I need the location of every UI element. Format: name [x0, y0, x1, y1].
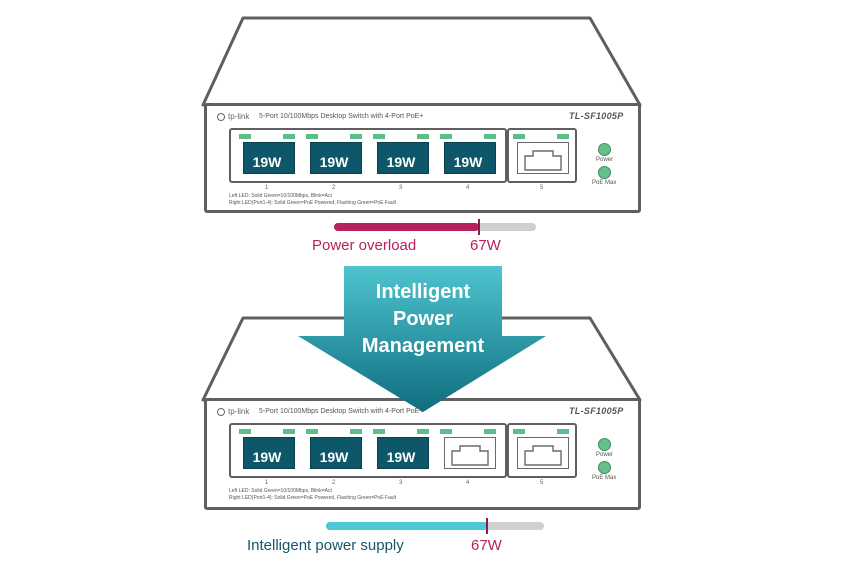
bottom-switch-description: 5-Port 10/100Mbps Desktop Switch with 4-…: [259, 408, 424, 415]
top-led-legend: Left LED: Solid Green=10/100Mbps, Blink=…: [229, 193, 396, 207]
bottom-caption-label: Intelligent power supply: [247, 537, 404, 554]
arrow-label: Intelligent Power Management: [330, 279, 516, 360]
bottom-port-5: [513, 429, 569, 469]
top-switch-model: TL-SF1005P: [569, 111, 624, 121]
bottom-switch-front-panel: tp-link 5-Port 10/100Mbps Desktop Switch…: [204, 398, 641, 510]
bottom-port-5-ethernet-icon: [524, 445, 562, 466]
bottom-switch-model: TL-SF1005P: [569, 406, 624, 416]
top-brand-logo: tp-link: [217, 112, 249, 121]
bottom-power-limit-marker: [486, 518, 489, 534]
top-switch-description: 5-Port 10/100Mbps Desktop Switch with 4-…: [259, 113, 424, 120]
bottom-port-2-watt: 19W: [319, 449, 349, 465]
bottom-port-3-watt: 19W: [386, 449, 416, 465]
top-caption-value: 67W: [470, 237, 501, 254]
bottom-poe-max-led: [598, 461, 611, 474]
top-power-bar: [334, 219, 536, 235]
bottom-brand-logo: tp-link: [217, 407, 249, 416]
arrow-label-line1: Intelligent: [375, 281, 471, 303]
bottom-caption-value: 67W: [471, 537, 502, 554]
top-poe-port-group: 19W 19W 19W 19W: [229, 128, 507, 183]
top-port-1-number: 1: [265, 185, 269, 191]
arrow-label-line2: Power: [392, 308, 454, 330]
bottom-port-5-number: 5: [540, 480, 544, 486]
top-port-3-number: 3: [399, 185, 403, 191]
top-port-4-watt: 19W: [453, 154, 483, 170]
bottom-port-3-number: 3: [399, 480, 403, 486]
top-power-led: [598, 143, 611, 156]
bottom-legend-left: Left LED: Solid Green=10/100Mbps, Blink=…: [229, 488, 332, 494]
top-power-led-label: Power: [596, 157, 614, 163]
top-port-1-watt: 19W: [252, 154, 282, 170]
bottom-power-led-label: Power: [596, 452, 614, 458]
top-port-3: 19W: [373, 134, 429, 174]
bottom-port-4: [440, 429, 496, 469]
top-poe-max-led: [598, 166, 611, 179]
bottom-led-legend: Left LED: Solid Green=10/100Mbps, Blink=…: [229, 488, 396, 502]
top-caption-label: Power overload: [312, 237, 417, 254]
bottom-uplink-port-group: [507, 423, 577, 478]
top-port-4: 19W: [440, 134, 496, 174]
top-port-2-watt: 19W: [319, 154, 349, 170]
top-power-bar-fill: [334, 223, 480, 231]
bottom-port-1-number: 1: [265, 480, 269, 486]
top-port-1: 19W: [239, 134, 295, 174]
top-poe-max-led-label: PoE Max: [592, 180, 617, 186]
bottom-port-4-ethernet-icon: [451, 445, 489, 466]
bottom-port-4-number: 4: [466, 480, 470, 486]
bottom-port-2-number: 2: [332, 480, 336, 486]
top-switch-front-panel: tp-link 5-Port 10/100Mbps Desktop Switch…: [204, 103, 641, 213]
top-port-5-number: 5: [540, 185, 544, 191]
bottom-power-bar: [326, 518, 544, 534]
top-port-5-ethernet-icon: [524, 150, 562, 171]
bottom-port-2: 19W: [306, 429, 362, 469]
top-port-4-number: 4: [466, 185, 470, 191]
arrow-label-line3: Management: [361, 335, 485, 357]
bottom-port-1-watt: 19W: [252, 449, 282, 465]
top-port-2-number: 2: [332, 185, 336, 191]
bottom-poe-port-group: 19W 19W 19W: [229, 423, 507, 478]
bottom-port-1: 19W: [239, 429, 295, 469]
top-port-3-watt: 19W: [386, 154, 416, 170]
top-power-limit-marker: [478, 219, 481, 235]
top-uplink-port-group: [507, 128, 577, 183]
bottom-power-led: [598, 438, 611, 451]
bottom-port-3: 19W: [373, 429, 429, 469]
bottom-legend-right: Right LED(Port1-4): Solid Green=PoE Powe…: [229, 495, 397, 501]
top-legend-right: Right LED(Port1-4): Solid Green=PoE Powe…: [229, 200, 397, 206]
bottom-power-bar-fill: [326, 522, 488, 530]
top-port-2: 19W: [306, 134, 362, 174]
top-port-5: [513, 134, 569, 174]
top-legend-left: Left LED: Solid Green=10/100Mbps, Blink=…: [229, 193, 332, 199]
bottom-poe-max-led-label: PoE Max: [592, 475, 617, 481]
